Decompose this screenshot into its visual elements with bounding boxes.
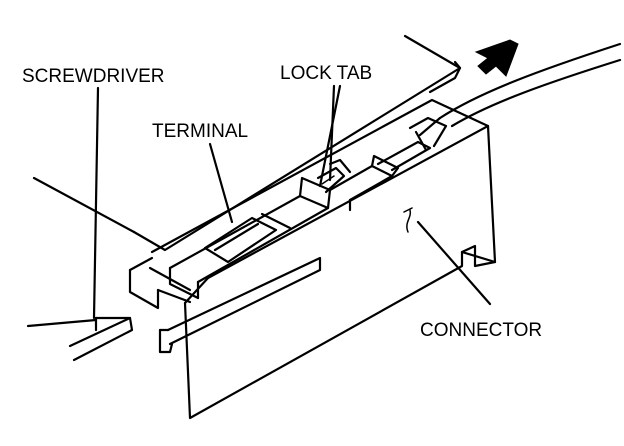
upper-panel	[32, 34, 462, 252]
screwdriver	[26, 316, 134, 362]
lock-tab-label: LOCK TAB	[280, 63, 372, 84]
lock-tab-leader-2	[328, 84, 336, 182]
terminal	[168, 116, 448, 300]
screwdriver-label: SCREWDRIVER	[22, 66, 165, 87]
lock-tab-leader-1	[318, 84, 342, 188]
terminal-label: TERMINAL	[152, 121, 248, 142]
wire-harness	[418, 42, 622, 137]
leader-lines	[92, 84, 492, 320]
screwdriver-leader	[92, 86, 100, 320]
arrow-up-right-icon	[474, 39, 519, 77]
connector-label: CONNECTOR	[420, 320, 542, 341]
terminal-leader	[208, 142, 234, 224]
connector-leader	[416, 220, 492, 306]
lock-tab	[316, 158, 352, 194]
